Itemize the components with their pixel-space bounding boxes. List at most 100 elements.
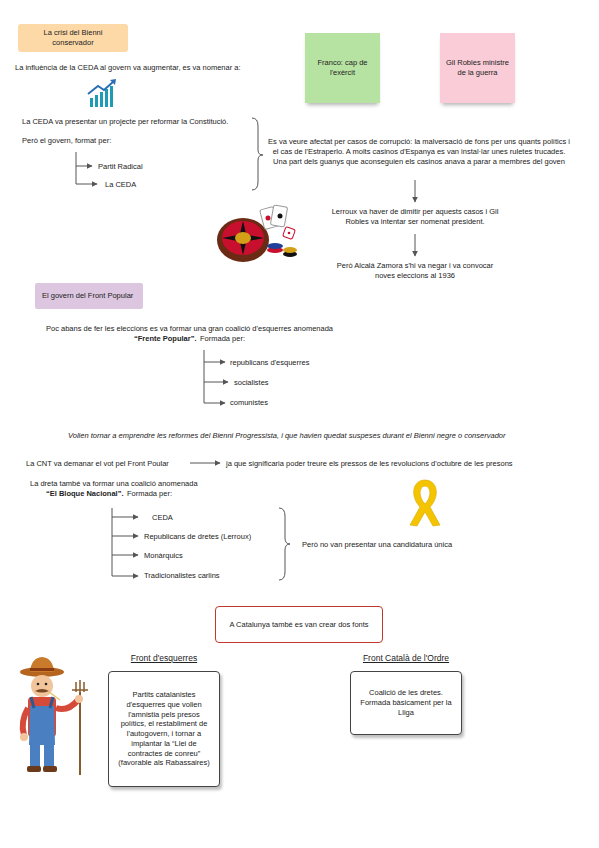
casino-illustration (270, 205, 287, 227)
note-text: La CEDA (105, 180, 136, 190)
tree-connector (112, 555, 138, 556)
note-text: Es va veure afectat per casos de corrupc… (266, 137, 572, 166)
note-text: Monàrquics (144, 551, 183, 561)
card-text: Partits catalanistes d'esquerres que vol… (116, 690, 212, 768)
note-text: Però el govern, format per: (22, 136, 111, 146)
farmer-illustration (30, 657, 54, 672)
casino-illustration (235, 232, 251, 244)
farmer-illustration (20, 733, 28, 741)
growth-chart-icon (110, 79, 116, 85)
note-text: La CNT va demanar el vot pel Front Poula… (26, 459, 169, 469)
note-text: ja que significaria poder treure els pre… (226, 459, 513, 469)
casino-illustration (217, 218, 269, 262)
tree-connector (76, 152, 77, 184)
tree-connector (204, 403, 225, 404)
farmer-illustration (31, 697, 53, 708)
text-card: Front d'esquerresPartits catalanistes d'… (100, 653, 228, 787)
tree-connector (112, 517, 138, 518)
tree-connector (204, 350, 205, 403)
farmer-illustration (20, 657, 88, 775)
casino-illustration (278, 214, 283, 219)
growth-chart-icon (110, 86, 113, 107)
farmer-illustration (27, 766, 41, 772)
growth-chart-icon (90, 98, 93, 107)
note-text: Poc abans de fer les eleccions es va for… (46, 324, 333, 334)
tree-connector (112, 508, 113, 576)
yellow-ribbon (410, 480, 440, 526)
casino-illustration (267, 243, 283, 249)
casino-illustration (266, 216, 271, 221)
curly-bracket (279, 508, 290, 580)
note-text: La dreta també va formar una coalició an… (30, 479, 198, 489)
farmer-illustration (43, 766, 57, 772)
farmer-illustration (44, 745, 54, 767)
tree-connector (112, 508, 138, 576)
farmer-illustration (45, 683, 48, 686)
growth-chart-icon (105, 89, 108, 107)
yellow-ribbon (410, 480, 440, 526)
node-text: A Catalunya també es van crear dos fonts (229, 620, 368, 630)
section-heading-box: La crisi del Bienni conservador (18, 24, 128, 52)
card-border: Coalició de les dretes. Formada bàsicame… (350, 671, 462, 735)
node-text: Franco: cap de l'exèrcit (310, 58, 375, 78)
growth-chart-icon (88, 79, 116, 107)
tree-connector (204, 362, 225, 363)
farmer-illustration (30, 745, 40, 767)
casino-illustration (217, 205, 297, 262)
node-text: Gil Robles ministre de la guerra (445, 58, 510, 78)
farmer-illustration (56, 700, 78, 709)
note-text: Volien tornar a emprendre les reformes d… (68, 431, 505, 441)
card-border: Partits catalanistes d'esquerres que vol… (108, 671, 220, 787)
farmer-illustration (76, 680, 84, 692)
text-card: Front Català de l'OrdreCoalició de les d… (340, 653, 472, 735)
callout-box: A Catalunya també es van crear dos fonts (215, 606, 383, 643)
down-arrow (415, 234, 416, 256)
note-text: comunistes (230, 398, 268, 408)
note-text: “El Bloque Nacional”. (46, 489, 124, 499)
note-text: Formada per: (127, 489, 172, 499)
tree-connector (112, 576, 138, 577)
tree-connector (76, 152, 97, 184)
note-text: “Frente Popular”. (134, 334, 197, 344)
note-text: La CEDA va presentar un projecte per ref… (22, 117, 228, 127)
note-text: Partit Radical (98, 162, 143, 172)
note-text: Però Alcalá Zamora s'hi va negar i va co… (326, 261, 504, 281)
farmer-illustration (30, 668, 54, 671)
farmer-illustration (35, 689, 49, 693)
card-heading: Front Català de l'Ordre (340, 653, 472, 664)
farmer-illustration (29, 706, 55, 745)
growth-chart-icon (100, 92, 103, 107)
tree-connector (76, 166, 92, 167)
sticky-note: Gil Robles ministre de la guerra (440, 33, 515, 103)
casino-illustration (222, 221, 264, 255)
farmer-illustration (37, 683, 40, 686)
right-arrow (190, 463, 220, 464)
note-text: socialistes (234, 378, 269, 388)
note-text: CEDA (152, 513, 173, 523)
tree-connector (204, 382, 228, 383)
tree-connector (76, 184, 97, 185)
note-text: Però no van presentar una candidatura ún… (302, 540, 452, 550)
farmer-illustration (75, 695, 83, 703)
note-text: republicans d'esquerres (230, 358, 309, 368)
casino-illustration (283, 247, 297, 253)
farmer-illustration (31, 675, 53, 697)
growth-chart-icon (95, 95, 98, 107)
farmer-illustration (23, 708, 28, 735)
card-text: Coalició de les dretes. Formada bàsicame… (358, 688, 454, 717)
casino-illustration (222, 221, 264, 255)
sticky-note: Franco: cap de l'exèrcit (305, 33, 380, 103)
note-text: Tradicionalistes carlins (144, 571, 220, 581)
note-text: Formada per: (200, 334, 245, 344)
tree-connector (204, 350, 228, 403)
node-text: El govern del Front Popular (42, 291, 133, 301)
note-text: Lerroux va haver de dimitir per aquests … (322, 207, 508, 227)
note-text: La influència de la CEDA al govern va au… (15, 63, 241, 73)
card-heading: Front d'esquerres (100, 653, 228, 664)
section-heading-box: El govern del Front Popular (35, 283, 143, 309)
casino-illustration (283, 227, 296, 240)
note-text: Republicans de dretes (Lerroux) (144, 532, 251, 542)
